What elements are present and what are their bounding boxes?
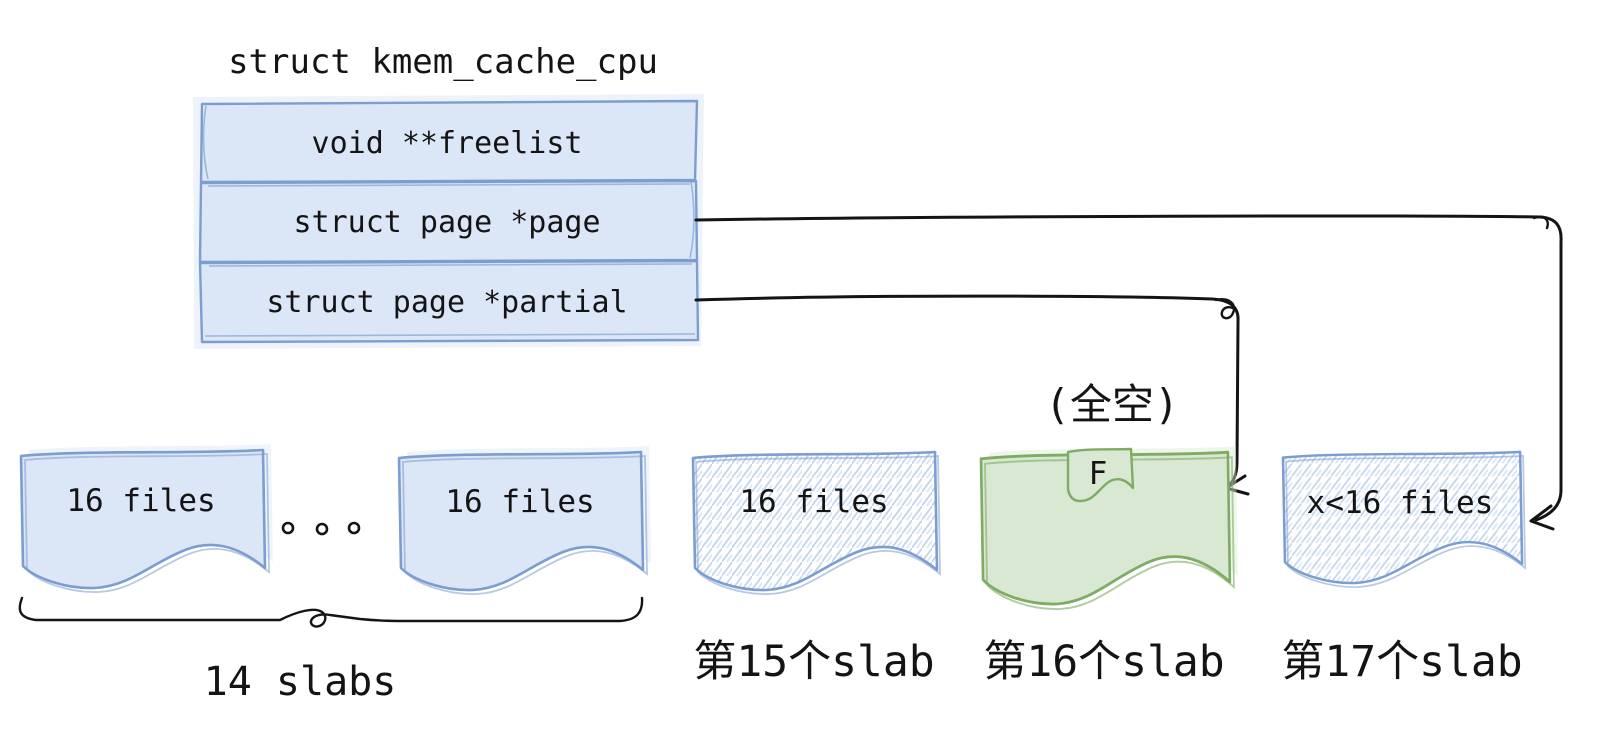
slab-group-full: 16 files 16 files 14 slabs	[18, 444, 651, 705]
slab-16: F (全空) 第16个slab	[979, 380, 1238, 687]
dot-icon	[281, 521, 295, 535]
slab-1-label: 16 files	[66, 483, 215, 519]
struct-title: struct kmem_cache_cpu	[228, 42, 658, 82]
dot-icon	[347, 521, 361, 535]
sketch-stroke	[207, 183, 691, 187]
slab-2-label: 16 files	[445, 484, 594, 520]
sketch-stroke	[1214, 298, 1238, 320]
freelist-tag	[1066, 447, 1135, 503]
slab-2	[397, 450, 645, 592]
slab-1	[19, 448, 267, 590]
group-brace	[18, 596, 644, 628]
slab-16-note: (全空)	[1045, 380, 1180, 429]
field-row-partial	[198, 259, 700, 344]
slab-16-caption: 第16个slab	[983, 637, 1224, 687]
page-pointer-arrow	[694, 214, 1563, 531]
dot-icon	[315, 522, 329, 536]
field-label-freelist: void **freelist	[312, 126, 583, 161]
slab-15: 16 files 第15个slab	[691, 450, 941, 687]
slab-15-label: 16 files	[739, 484, 888, 520]
arrow-line	[694, 214, 1563, 522]
group-caption: 14 slabs	[204, 659, 397, 705]
kmem-cache-cpu-struct-box: struct kmem_cache_cpu void **freelist st…	[193, 42, 704, 349]
slab-17: x<16 files 第17个slab	[1281, 450, 1526, 687]
sketch-stroke	[1532, 215, 1549, 230]
freelist-tag-label: F	[1089, 456, 1108, 492]
sketch-stroke	[689, 181, 695, 259]
sketch-stroke	[208, 263, 693, 267]
field-label-partial: struct page *partial	[266, 285, 627, 320]
slab-17-caption: 第17个slab	[1281, 637, 1522, 687]
arrow-line	[694, 294, 1240, 489]
slab-15-shape	[691, 450, 939, 592]
field-label-page: struct page *page	[293, 205, 600, 240]
slab-15-caption: 第15个slab	[693, 637, 934, 687]
sketch-stroke	[202, 105, 209, 180]
ellipsis-dots	[281, 521, 361, 536]
arrowhead-icon	[1529, 504, 1555, 531]
slab-17-label: x<16 files	[1307, 485, 1494, 521]
sketch-stroke	[204, 333, 696, 337]
